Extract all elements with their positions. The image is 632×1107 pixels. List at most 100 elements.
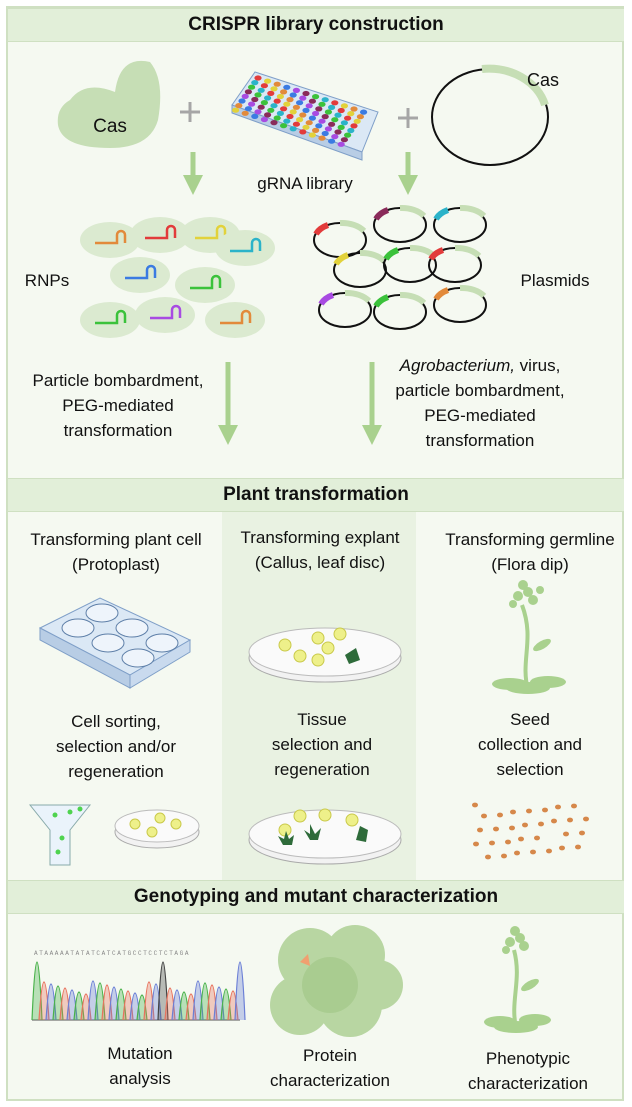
seed bbox=[567, 817, 573, 823]
well bbox=[337, 124, 345, 130]
rnp bbox=[80, 222, 140, 258]
well bbox=[244, 89, 252, 95]
well bbox=[292, 87, 300, 93]
well bbox=[334, 112, 342, 118]
well bbox=[321, 130, 329, 137]
petri-dish-protoplast-icon bbox=[114, 809, 200, 849]
well bbox=[280, 123, 288, 129]
seed bbox=[509, 825, 515, 831]
well bbox=[328, 138, 336, 144]
well bbox=[273, 115, 281, 121]
well bbox=[273, 98, 281, 104]
petri-dish-regeneration-icon bbox=[248, 808, 402, 865]
well bbox=[312, 110, 320, 117]
rnp bbox=[215, 230, 275, 266]
well bbox=[254, 109, 262, 115]
seed bbox=[505, 839, 511, 845]
arrow-down-icon bbox=[183, 152, 418, 445]
seed bbox=[563, 831, 569, 837]
well bbox=[324, 109, 332, 115]
well bbox=[267, 107, 275, 113]
chromatogram-peak bbox=[157, 961, 169, 1021]
seed bbox=[571, 803, 577, 809]
well bbox=[315, 106, 323, 112]
well bbox=[260, 83, 268, 89]
seed bbox=[522, 822, 528, 828]
chromatogram-peak bbox=[234, 961, 246, 1021]
flowering-plant-icon bbox=[492, 580, 566, 694]
header-transformation: Plant transformation bbox=[8, 478, 624, 512]
well bbox=[312, 94, 320, 100]
six-well-plate-icon bbox=[38, 597, 192, 689]
rnps-label: RNPs bbox=[24, 271, 70, 290]
well bbox=[344, 132, 352, 138]
seed bbox=[542, 807, 548, 813]
well bbox=[232, 107, 240, 113]
well bbox=[331, 134, 339, 140]
well bbox=[270, 120, 278, 126]
well bbox=[312, 127, 320, 133]
rnp bbox=[135, 297, 195, 333]
protein-structure-icon bbox=[270, 925, 403, 1037]
well bbox=[241, 93, 249, 99]
seed bbox=[497, 812, 503, 818]
well bbox=[248, 84, 256, 90]
seeds-icon bbox=[472, 802, 589, 860]
well bbox=[260, 116, 268, 123]
seed bbox=[538, 821, 544, 827]
well bbox=[299, 95, 307, 101]
well bbox=[308, 132, 316, 138]
plus-icon bbox=[180, 102, 200, 122]
well bbox=[264, 78, 272, 84]
mutant-plant-icon bbox=[484, 926, 551, 1033]
seed bbox=[575, 844, 581, 850]
well bbox=[235, 103, 243, 109]
well bbox=[289, 92, 297, 98]
seed bbox=[518, 836, 524, 842]
well bbox=[324, 126, 332, 132]
well bbox=[299, 129, 307, 135]
column-title-protoplast: Transforming plant cell(Protoplast) bbox=[30, 530, 202, 574]
rnp-cluster bbox=[80, 217, 275, 338]
well bbox=[238, 98, 246, 104]
column-title-germline: Transforming germline(Flora dip) bbox=[445, 530, 615, 574]
well bbox=[318, 101, 326, 107]
well bbox=[280, 89, 288, 95]
sequence-readout: ATAAAAATATATCATCATGCCTCCTCTAGA bbox=[34, 950, 191, 957]
well bbox=[302, 124, 310, 130]
well bbox=[283, 84, 291, 90]
well bbox=[292, 121, 300, 127]
well bbox=[340, 120, 348, 126]
well bbox=[280, 106, 288, 112]
well bbox=[270, 103, 278, 109]
well bbox=[244, 106, 252, 112]
well bbox=[283, 118, 291, 124]
well bbox=[286, 113, 294, 120]
well bbox=[286, 97, 294, 103]
well bbox=[257, 104, 265, 110]
well bbox=[283, 101, 291, 107]
well bbox=[270, 86, 278, 92]
well bbox=[308, 98, 316, 104]
well bbox=[331, 100, 339, 106]
well bbox=[273, 81, 281, 87]
well bbox=[328, 121, 336, 127]
well bbox=[289, 126, 297, 132]
rnp bbox=[110, 257, 170, 293]
seed bbox=[473, 841, 479, 847]
well bbox=[257, 87, 265, 93]
well bbox=[308, 115, 316, 121]
well bbox=[241, 110, 249, 116]
well bbox=[248, 101, 256, 107]
rnp bbox=[130, 217, 190, 253]
plus-icon bbox=[398, 108, 418, 128]
well bbox=[296, 117, 304, 123]
well bbox=[337, 107, 345, 114]
header-genotyping: Genotyping and mutant characterization bbox=[8, 880, 624, 914]
seed bbox=[514, 850, 520, 856]
well bbox=[344, 115, 352, 121]
well bbox=[340, 137, 348, 143]
